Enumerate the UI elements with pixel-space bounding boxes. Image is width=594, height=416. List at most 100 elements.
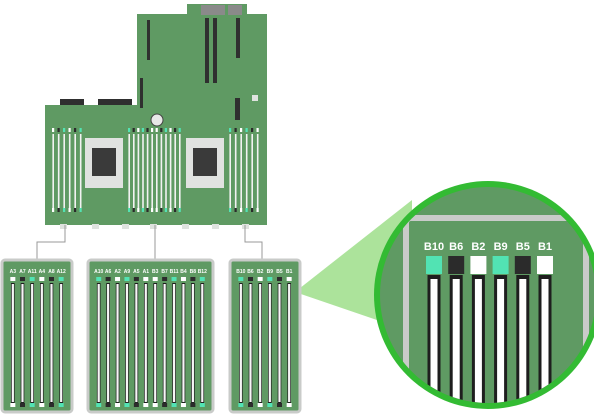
dimm-latch-top: [277, 277, 282, 281]
board-dimm-slot: [256, 134, 259, 208]
board-dimm-slot: [146, 134, 149, 208]
slot-label: A10: [94, 269, 103, 275]
dimm-latch-top: [58, 277, 64, 281]
cpu-socket-2: [186, 138, 224, 188]
dimm-latch-bottom: [286, 403, 292, 407]
board-dimm-latch: [52, 128, 55, 132]
dimm-latch-top: [171, 277, 177, 281]
zoom-dimm-slot-insert: [452, 279, 460, 403]
board-dimm-latch: [74, 128, 77, 132]
dimm-slot-insert: [11, 284, 14, 402]
board-dimm-latch: [251, 208, 254, 212]
dimm-slot-insert: [135, 284, 138, 402]
zoom-panel-border: [403, 215, 589, 403]
dimm-slot-insert: [154, 284, 157, 402]
board-dimm-slot: [240, 134, 242, 208]
board-dimm-latch: [178, 208, 181, 212]
board-dimm-latch: [132, 128, 135, 132]
board-dimm-slot: [52, 134, 54, 208]
dimm-latch-bottom: [96, 403, 102, 407]
cpu-socket-1: [85, 138, 123, 188]
board-tab: [92, 224, 99, 229]
dimm-latch-top: [286, 277, 292, 281]
zoom-slot-label: B5: [516, 241, 530, 253]
dimm-slot-insert: [21, 284, 24, 402]
zoom-dimm-slot-insert: [541, 279, 549, 403]
slot-label: A8: [48, 269, 55, 275]
riser-slot: [213, 18, 217, 83]
dimm-group-panel: [0, 258, 74, 414]
board-dimm-latch: [234, 208, 237, 212]
dimm-slot-insert: [239, 284, 242, 402]
zoom-dimm-slot-insert: [497, 279, 505, 403]
board-dimm-latch: [251, 128, 254, 132]
board-dimm-latch: [128, 208, 131, 212]
board-dimm-slot: [57, 134, 60, 208]
board-tab: [212, 224, 219, 229]
rear-connector: [201, 5, 225, 15]
dimm-latch-bottom: [238, 403, 244, 407]
board-dimm-slot: [63, 134, 65, 208]
slot-label: A7: [19, 269, 26, 275]
dimm-latch-bottom: [105, 403, 111, 407]
board-dimm-latch: [79, 208, 82, 212]
board-dimm-slot: [229, 134, 231, 208]
board-tab: [60, 224, 67, 229]
dimm-latch-bottom: [143, 403, 149, 407]
zoom-dimm-latch: [426, 256, 442, 274]
board-dimm-latch: [164, 208, 167, 212]
board-dimm-latch: [57, 208, 60, 212]
board-dimm-latch: [137, 128, 140, 132]
board-dimm-slot: [234, 134, 237, 208]
board-dimm-latch: [169, 128, 172, 132]
board-dimm-slot: [128, 134, 130, 208]
zoom-dimm-latch: [470, 256, 487, 274]
dimm-slot-insert: [116, 284, 119, 402]
board-dimm-slot: [74, 134, 76, 208]
dimm-group-panel: [228, 258, 302, 414]
riser-slot: [205, 18, 209, 83]
zoom-dimm-latch: [448, 256, 465, 274]
board-dimm-latch: [151, 128, 154, 132]
board-dimm-slot: [169, 134, 172, 208]
board-dimm-latch: [240, 208, 243, 212]
board-dimm-latch: [240, 128, 243, 132]
dimm-latch-top: [10, 277, 16, 281]
zoom-slot-label: B6: [449, 241, 463, 253]
board-dimm-latch: [146, 128, 149, 132]
board-dimm-latch: [178, 128, 181, 132]
board-dimm-latch: [79, 128, 82, 132]
board-dimm-slot: [156, 134, 158, 208]
dimm-latch-top: [143, 277, 149, 281]
power-connector: [60, 99, 84, 105]
dimm-latch-bottom: [10, 403, 16, 407]
board-dimm-slot: [245, 134, 248, 208]
zoom-dimm-latch: [492, 256, 509, 274]
riser-slot: [147, 20, 150, 60]
dimm-latch-bottom: [171, 403, 177, 407]
slot-label: A3: [10, 269, 17, 275]
board-tab: [182, 224, 189, 229]
board-dimm-latch: [160, 208, 163, 212]
dimm-latch-top: [248, 277, 253, 281]
power-connector: [98, 99, 132, 105]
slot-label: B12: [198, 269, 207, 275]
board-dimm-latch: [256, 128, 259, 132]
dimm-slot-insert: [259, 284, 262, 402]
dimm-latch-bottom: [180, 403, 186, 407]
board-dimm-latch: [164, 128, 167, 132]
dimm-slot-insert: [60, 284, 63, 402]
board-dimm-latch: [74, 208, 77, 212]
board-dimm-slot: [151, 134, 153, 208]
board-dimm-slot: [174, 134, 176, 208]
riser-slot: [140, 78, 143, 108]
dimm-latch-top: [124, 277, 130, 281]
dimm-latch-top: [20, 277, 25, 281]
dimm-latch-bottom: [124, 403, 130, 407]
zoom-slot-label: B2: [471, 241, 485, 253]
dimm-slot-insert: [288, 284, 291, 402]
